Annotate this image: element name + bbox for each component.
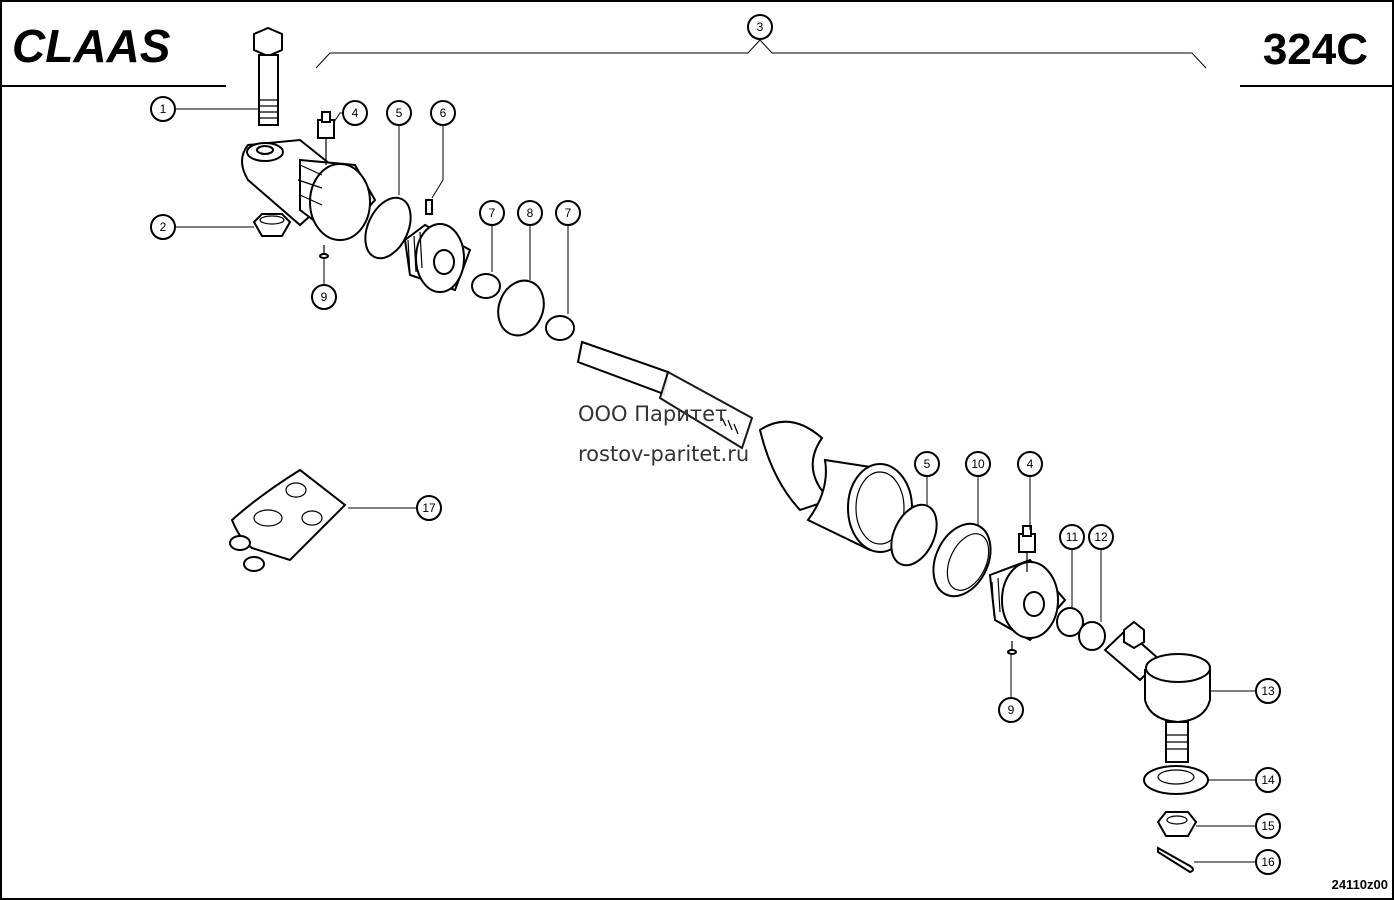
callout-5-left: 5 xyxy=(386,100,412,126)
watermark-website: rostov-paritet.ru xyxy=(578,442,749,466)
svg-text:7: 7 xyxy=(489,206,496,220)
svg-text:9: 9 xyxy=(321,290,328,304)
bushing-right-part xyxy=(545,315,575,341)
svg-text:7: 7 xyxy=(565,206,572,220)
svg-text:5: 5 xyxy=(396,106,403,120)
grease-nipple-right-part xyxy=(1018,525,1036,572)
callout-7-left: 7 xyxy=(479,200,505,226)
cylinder-tube-part xyxy=(758,420,917,553)
set-screw-part xyxy=(425,199,433,215)
callout-15: 15 xyxy=(1255,813,1281,839)
svg-text:15: 15 xyxy=(1261,819,1275,833)
cylinder-head-right-part xyxy=(988,558,1067,642)
callout-10: 10 xyxy=(965,451,991,477)
lock-ring-part xyxy=(1078,621,1106,651)
svg-text:11: 11 xyxy=(1066,530,1079,544)
callout-11: 11 xyxy=(1059,524,1085,550)
callout-4-right: 4 xyxy=(1017,451,1043,477)
svg-text:12: 12 xyxy=(1094,530,1108,544)
dust-cover-part xyxy=(1143,765,1209,795)
nut-part xyxy=(252,213,292,237)
svg-text:1: 1 xyxy=(160,102,167,116)
grease-nipple-left-part xyxy=(317,111,335,165)
svg-text:2: 2 xyxy=(160,220,167,234)
callout-16: 16 xyxy=(1255,849,1281,875)
screw-right-part xyxy=(1007,641,1017,655)
callout-9-left: 9 xyxy=(311,284,337,310)
svg-text:14: 14 xyxy=(1261,773,1275,787)
ring-part xyxy=(497,279,545,337)
svg-text:5: 5 xyxy=(924,457,931,471)
bushing-left-part xyxy=(471,273,501,299)
callout-2: 2 xyxy=(150,214,176,240)
svg-text:6: 6 xyxy=(440,106,447,120)
o-ring-right-part xyxy=(890,503,938,567)
callout-8: 8 xyxy=(517,200,543,226)
washer-part xyxy=(1056,607,1084,637)
cotter-pin-part xyxy=(1157,846,1194,874)
seal-kit-bag-part xyxy=(229,468,347,572)
callout-7-right: 7 xyxy=(555,200,581,226)
svg-text:4: 4 xyxy=(352,106,359,120)
svg-text:17: 17 xyxy=(422,501,436,515)
svg-text:16: 16 xyxy=(1261,855,1275,869)
ball-joint-part xyxy=(1103,620,1211,763)
callout-4-left: 4 xyxy=(342,100,368,126)
callout-13: 13 xyxy=(1255,678,1281,704)
bolt-part xyxy=(253,26,283,126)
o-ring-left-part xyxy=(364,196,412,260)
assembly-bracket xyxy=(315,39,1207,69)
callout-12: 12 xyxy=(1088,524,1114,550)
svg-text:8: 8 xyxy=(527,206,534,220)
cylinder-head-part xyxy=(241,138,377,242)
svg-text:13: 13 xyxy=(1261,684,1275,698)
svg-text:10: 10 xyxy=(971,457,985,471)
claas-logo: CLAAS xyxy=(12,20,171,72)
callout-1: 1 xyxy=(150,96,176,122)
callout-6: 6 xyxy=(430,100,456,126)
svg-text:3: 3 xyxy=(757,20,764,34)
watermark-company: ООО Паритет xyxy=(578,402,727,426)
callout-14: 14 xyxy=(1255,767,1281,793)
drawing-part-number: 24110z00 xyxy=(1332,877,1388,892)
screw-left-part xyxy=(319,245,329,259)
svg-text:4: 4 xyxy=(1027,457,1034,471)
callout-9-right: 9 xyxy=(998,697,1024,723)
piston-rod-part xyxy=(576,340,754,450)
callout-5-right: 5 xyxy=(914,451,940,477)
leader-lines xyxy=(176,108,1256,863)
castle-nut-part xyxy=(1156,811,1198,837)
drawing-code: 324C xyxy=(1263,25,1368,74)
seal-pack-part xyxy=(932,522,992,598)
callout-17: 17 xyxy=(416,495,442,521)
piston-part xyxy=(403,223,472,293)
svg-text:9: 9 xyxy=(1008,703,1015,717)
callout-3: 3 xyxy=(747,14,773,40)
